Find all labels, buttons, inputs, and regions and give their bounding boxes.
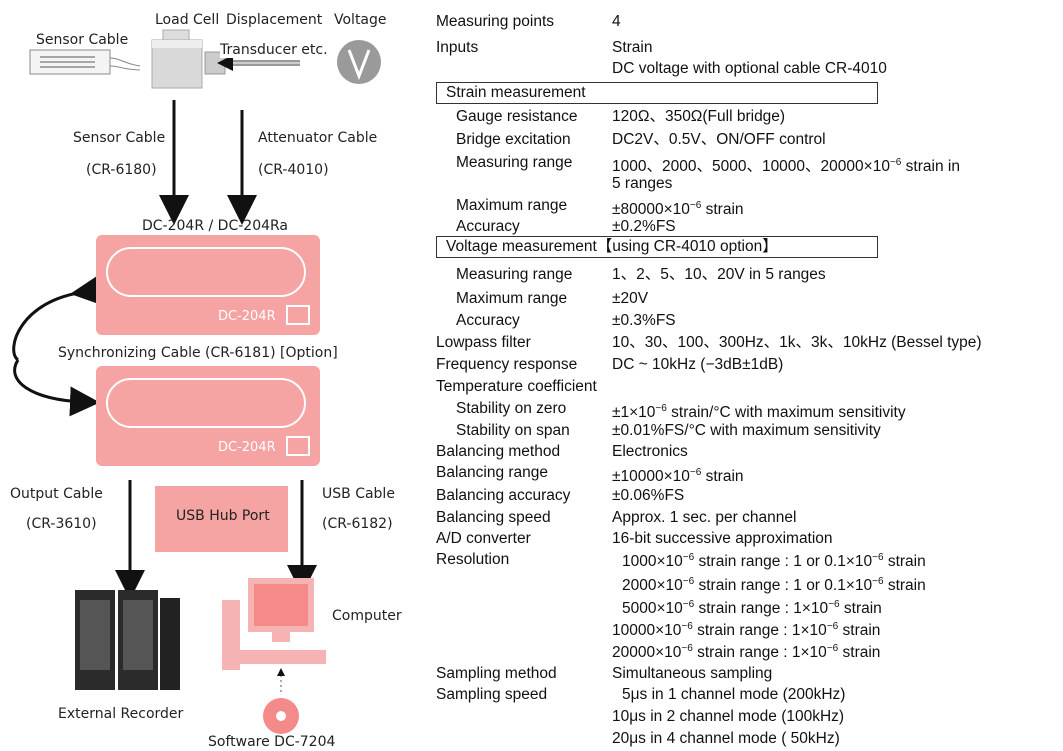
spec-inputs: Inputs [436,39,478,56]
spec-measuring-points: Measuring points [436,13,554,30]
